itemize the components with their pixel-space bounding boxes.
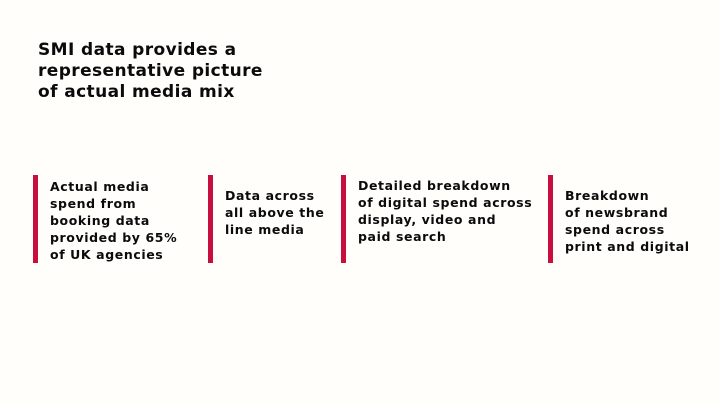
- accent-bar: [341, 175, 346, 263]
- callout-atl-media: Data across all above the line media: [208, 175, 324, 263]
- callout-text: Breakdown of newsbrand spend across prin…: [565, 188, 690, 254]
- accent-bar: [548, 175, 553, 263]
- slide-footer: N newsworks Benchmarketing Source: SMI (…: [0, 355, 720, 405]
- callout-booking-data: Actual media spend from booking data pro…: [33, 175, 177, 263]
- callout-text: Data across all above the line media: [225, 188, 325, 237]
- callout-text: Actual media spend from booking data pro…: [50, 179, 178, 262]
- callout-text: Detailed breakdown of digital spend acro…: [358, 178, 533, 244]
- accent-bar: [208, 175, 213, 263]
- slide-title: SMI data provides a representative pictu…: [38, 40, 263, 102]
- callout-digital-breakdown: Detailed breakdown of digital spend acro…: [341, 175, 532, 263]
- accent-bar: [33, 175, 38, 263]
- callout-newsbrand-breakdown: Breakdown of newsbrand spend across prin…: [548, 175, 690, 263]
